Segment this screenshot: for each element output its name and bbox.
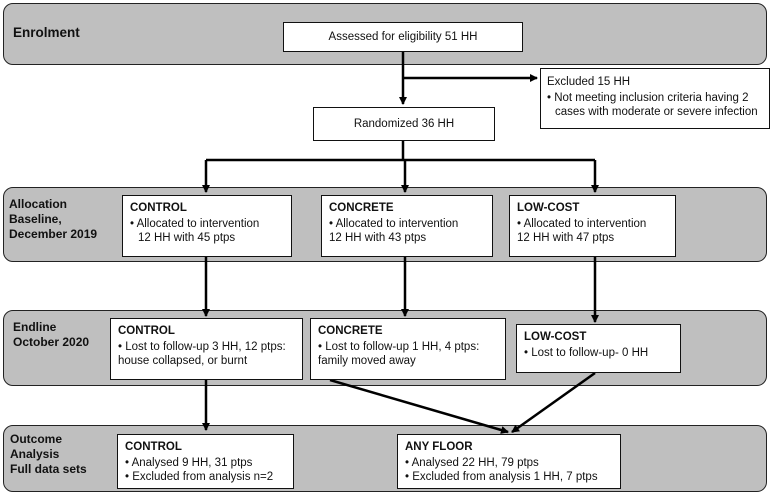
alloc-control-title: CONTROL xyxy=(130,202,187,214)
end-lowcost-line-1: • Lost to follow-up- 0 HH xyxy=(524,347,649,359)
out-anyfloor-line-1: • Analysed 22 HH, 79 ptps xyxy=(405,457,539,469)
end-lowcost-title: LOW-COST xyxy=(524,331,587,343)
out-control-title: CONTROL xyxy=(125,441,182,453)
end-concrete-line-1: • Lost to follow-up 1 HH, 4 ptps: xyxy=(318,341,480,353)
alloc-concrete-line-1: • Allocated to intervention xyxy=(329,218,459,230)
alloc-lowcost-line-1: • Allocated to intervention xyxy=(517,218,647,230)
alloc-lowcost-box: LOW-COST • Allocated to intervention 12 … xyxy=(509,195,676,257)
alloc-lowcost-title: LOW-COST xyxy=(517,202,580,214)
out-control-box: CONTROL • Analysed 9 HH, 31 ptps • Exclu… xyxy=(117,434,294,489)
excluded-line-1: • Not meeting inclusion criteria having … xyxy=(547,92,749,104)
arrow-concrete-to-anyfloor xyxy=(329,378,509,434)
excluded-line-2: cases with moderate or severe infection xyxy=(555,106,758,118)
out-anyfloor-box: ANY FLOOR • Analysed 22 HH, 79 ptps • Ex… xyxy=(397,434,621,489)
out-control-line-1: • Analysed 9 HH, 31 ptps xyxy=(125,457,253,469)
end-control-line-1: • Lost to follow-up 3 HH, 12 ptps: xyxy=(118,341,286,353)
stage-label-outcome: Outcome Analysis Full data sets xyxy=(10,432,87,476)
alloc-concrete-title: CONCRETE xyxy=(329,202,394,214)
assessed-box: Assessed for eligibility 51 HH xyxy=(283,22,523,52)
randomized-text: Randomized 36 HH xyxy=(353,118,455,130)
randomized-box: Randomized 36 HH xyxy=(313,107,495,141)
end-concrete-title: CONCRETE xyxy=(318,325,383,337)
end-concrete-line-2: family moved away xyxy=(318,355,416,367)
assessed-text: Assessed for eligibility 51 HH xyxy=(328,31,478,43)
arrow-lowcost-to-anyfloor xyxy=(511,371,596,434)
end-control-box: CONTROL • Lost to follow-up 3 HH, 12 ptp… xyxy=(110,318,303,380)
out-anyfloor-title: ANY FLOOR xyxy=(405,441,473,453)
stage-label-enrolment: Enrolment xyxy=(13,25,80,40)
end-concrete-box: CONCRETE • Lost to follow-up 1 HH, 4 ptp… xyxy=(310,318,506,380)
end-control-title: CONTROL xyxy=(118,325,175,337)
excluded-title: Excluded 15 HH xyxy=(547,76,631,88)
excluded-box: Excluded 15 HH • Not meeting inclusion c… xyxy=(540,68,770,129)
alloc-concrete-line-2: 12 HH with 43 ptps xyxy=(329,232,427,244)
stage-label-allocation: Allocation Baseline, December 2019 xyxy=(9,197,98,241)
out-control-line-2: • Excluded from analysis n=2 xyxy=(125,471,274,483)
end-lowcost-box: LOW-COST • Lost to follow-up- 0 HH xyxy=(516,324,681,373)
end-control-line-2: house collapsed, or burnt xyxy=(118,355,248,367)
alloc-control-line-1: • Allocated to intervention xyxy=(130,218,260,230)
alloc-lowcost-line-2: 12 HH with 47 ptps xyxy=(517,232,615,244)
alloc-concrete-box: CONCRETE • Allocated to intervention 12 … xyxy=(321,195,493,257)
stage-label-endline: Endline October 2020 xyxy=(13,320,90,349)
alloc-control-line-2: 12 HH with 45 ptps xyxy=(138,232,236,244)
alloc-control-box: CONTROL • Allocated to intervention 12 H… xyxy=(122,195,292,257)
out-anyfloor-line-2: • Excluded from analysis 1 HH, 7 ptps xyxy=(405,471,598,483)
